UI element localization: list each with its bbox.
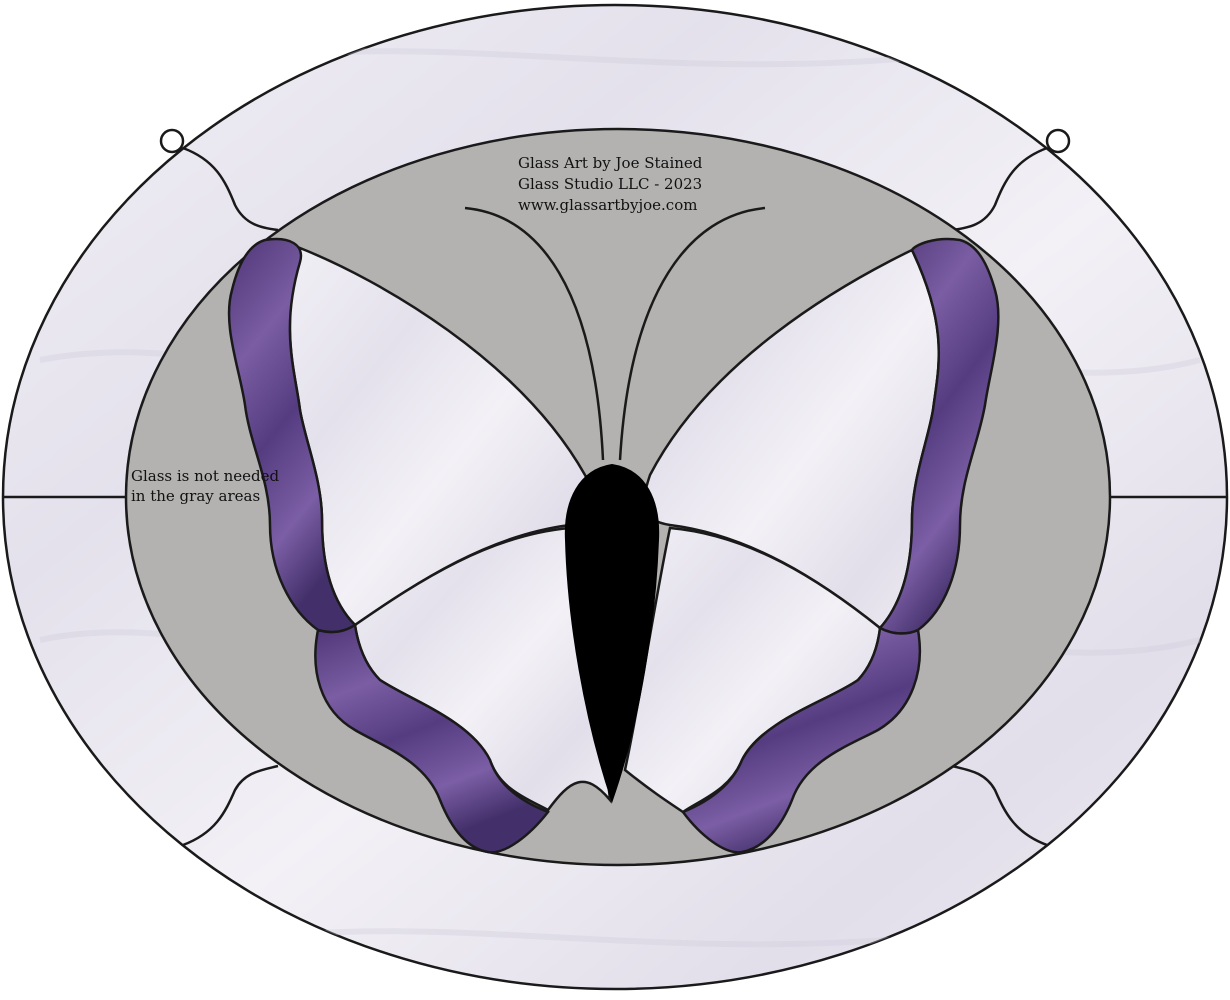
left-purple-border-lower <box>314 622 551 854</box>
hanging-loop-icon <box>159 128 185 154</box>
credit-line-1: Glass Art by Joe Stained <box>518 154 703 172</box>
note-line-2: in the gray areas <box>131 487 260 505</box>
credit-line-3: www.glassartbyjoe.com <box>518 196 697 214</box>
butterfly-body <box>564 463 660 804</box>
frame-lead-lines <box>3 146 1227 847</box>
antennae <box>464 206 766 461</box>
right-purple-border-lower <box>681 626 922 854</box>
hanging-loop-icon <box>1045 128 1071 154</box>
credit-line-2: Glass Studio LLC - 2023 <box>518 175 702 193</box>
note-line-1: Glass is not needed <box>131 467 280 485</box>
